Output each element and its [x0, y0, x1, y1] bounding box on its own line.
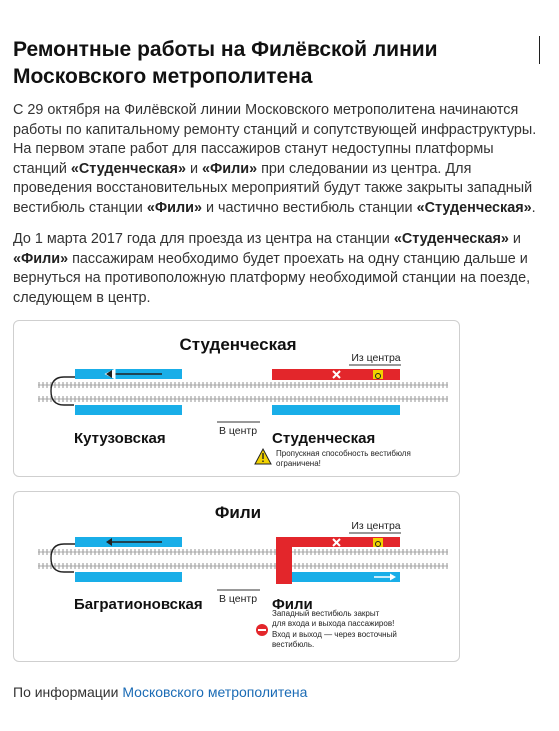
note-line-2: для входа и выхода пассажиров! [272, 619, 394, 628]
diagram-studencheskaya: Студенческая Из центра Кутузовская В цен… [13, 320, 460, 477]
arrow-right-icon [390, 573, 396, 581]
arrow-left-icon [106, 538, 112, 546]
note-line-2: ограничена! [276, 459, 321, 468]
station-label-right: Студенческая [272, 430, 375, 447]
label-from-center: Из центра [351, 352, 400, 364]
text-segment: До 1 марта 2017 года для проезда из цент… [13, 231, 394, 247]
wheelchair-icon [373, 538, 383, 547]
text-segment: . [531, 199, 536, 216]
text-segment: пассажирам необходимо будет проехать на … [13, 250, 531, 306]
station-name: «Фили» [13, 250, 69, 267]
paragraph-travel-instructions: До 1 марта 2017 года для проезда из цент… [13, 230, 539, 308]
no-entry-icon [256, 624, 268, 636]
route-loop-line [50, 376, 134, 406]
source-link[interactable]: Московского метрополитена [122, 684, 308, 700]
diagram-fili-svg: Фили Из центра Багратионовская В центр [38, 503, 448, 649]
warning-triangle-icon [254, 447, 272, 465]
platform-bagrationovskaya-lower [75, 572, 182, 582]
diagram-heading: Студенческая [179, 335, 296, 354]
x-mark-icon [332, 538, 341, 547]
text-segment: и [185, 160, 203, 177]
station-name: «Фили» [202, 160, 258, 177]
label-to-center: В центр [219, 425, 257, 437]
note-line-1: Пропускная способность вестибюля [276, 449, 411, 458]
diagram-heading: Фили [215, 503, 261, 522]
scroll-edge [539, 36, 540, 64]
text-segment: при следовании из центра. Для проведения… [13, 160, 533, 216]
station-name: «Студенческая» [393, 231, 509, 247]
station-name: «Студенческая» [70, 160, 186, 177]
footer-prefix: По информации [13, 684, 123, 700]
text-segment: и [508, 231, 521, 247]
wheelchair-icon [373, 370, 383, 379]
x-mark-icon [332, 370, 341, 379]
platform-studencheskaya-lower [272, 405, 400, 415]
platform-fili-closed [288, 537, 400, 547]
text-segment: С 29 октября на Филёвской линии Московск… [13, 102, 537, 177]
note-line-4: вестибюль. [272, 640, 314, 649]
diagram-studencheskaya-svg: Студенческая Из центра Кутузовская В цен… [38, 335, 448, 468]
vestibule-west-closed [276, 537, 292, 584]
station-label-left: Багратионовская [74, 596, 203, 613]
paragraph-closure-details: С 29 октября на Филёвской линии Московск… [13, 101, 539, 219]
station-label-left: Кутузовская [74, 430, 166, 447]
note-line-1: Западный вестибюль закрыт [272, 609, 380, 618]
label-to-center: В центр [219, 593, 257, 605]
station-name: «Фили» [146, 199, 202, 216]
arrow-left-icon [106, 370, 112, 378]
platform-kutuzovskaya-lower [75, 405, 182, 415]
source-footer: По информации Московского метрополитена [13, 684, 307, 700]
label-from-center: Из центра [351, 520, 400, 532]
note-line-3: Вход и выход — через восточный [272, 630, 397, 639]
text-segment: и частично вестибюль станции [201, 199, 417, 216]
article-title: Ремонтные работы на Филёвской линии Моск… [13, 38, 438, 88]
route-loop-line [50, 543, 134, 573]
station-name: «Студенческая» [416, 199, 532, 216]
station-label-right: Фили [272, 596, 313, 613]
diagram-fili: Фили Из центра Багратионовская В центр [13, 491, 460, 662]
platform-fili-lower [292, 572, 400, 582]
